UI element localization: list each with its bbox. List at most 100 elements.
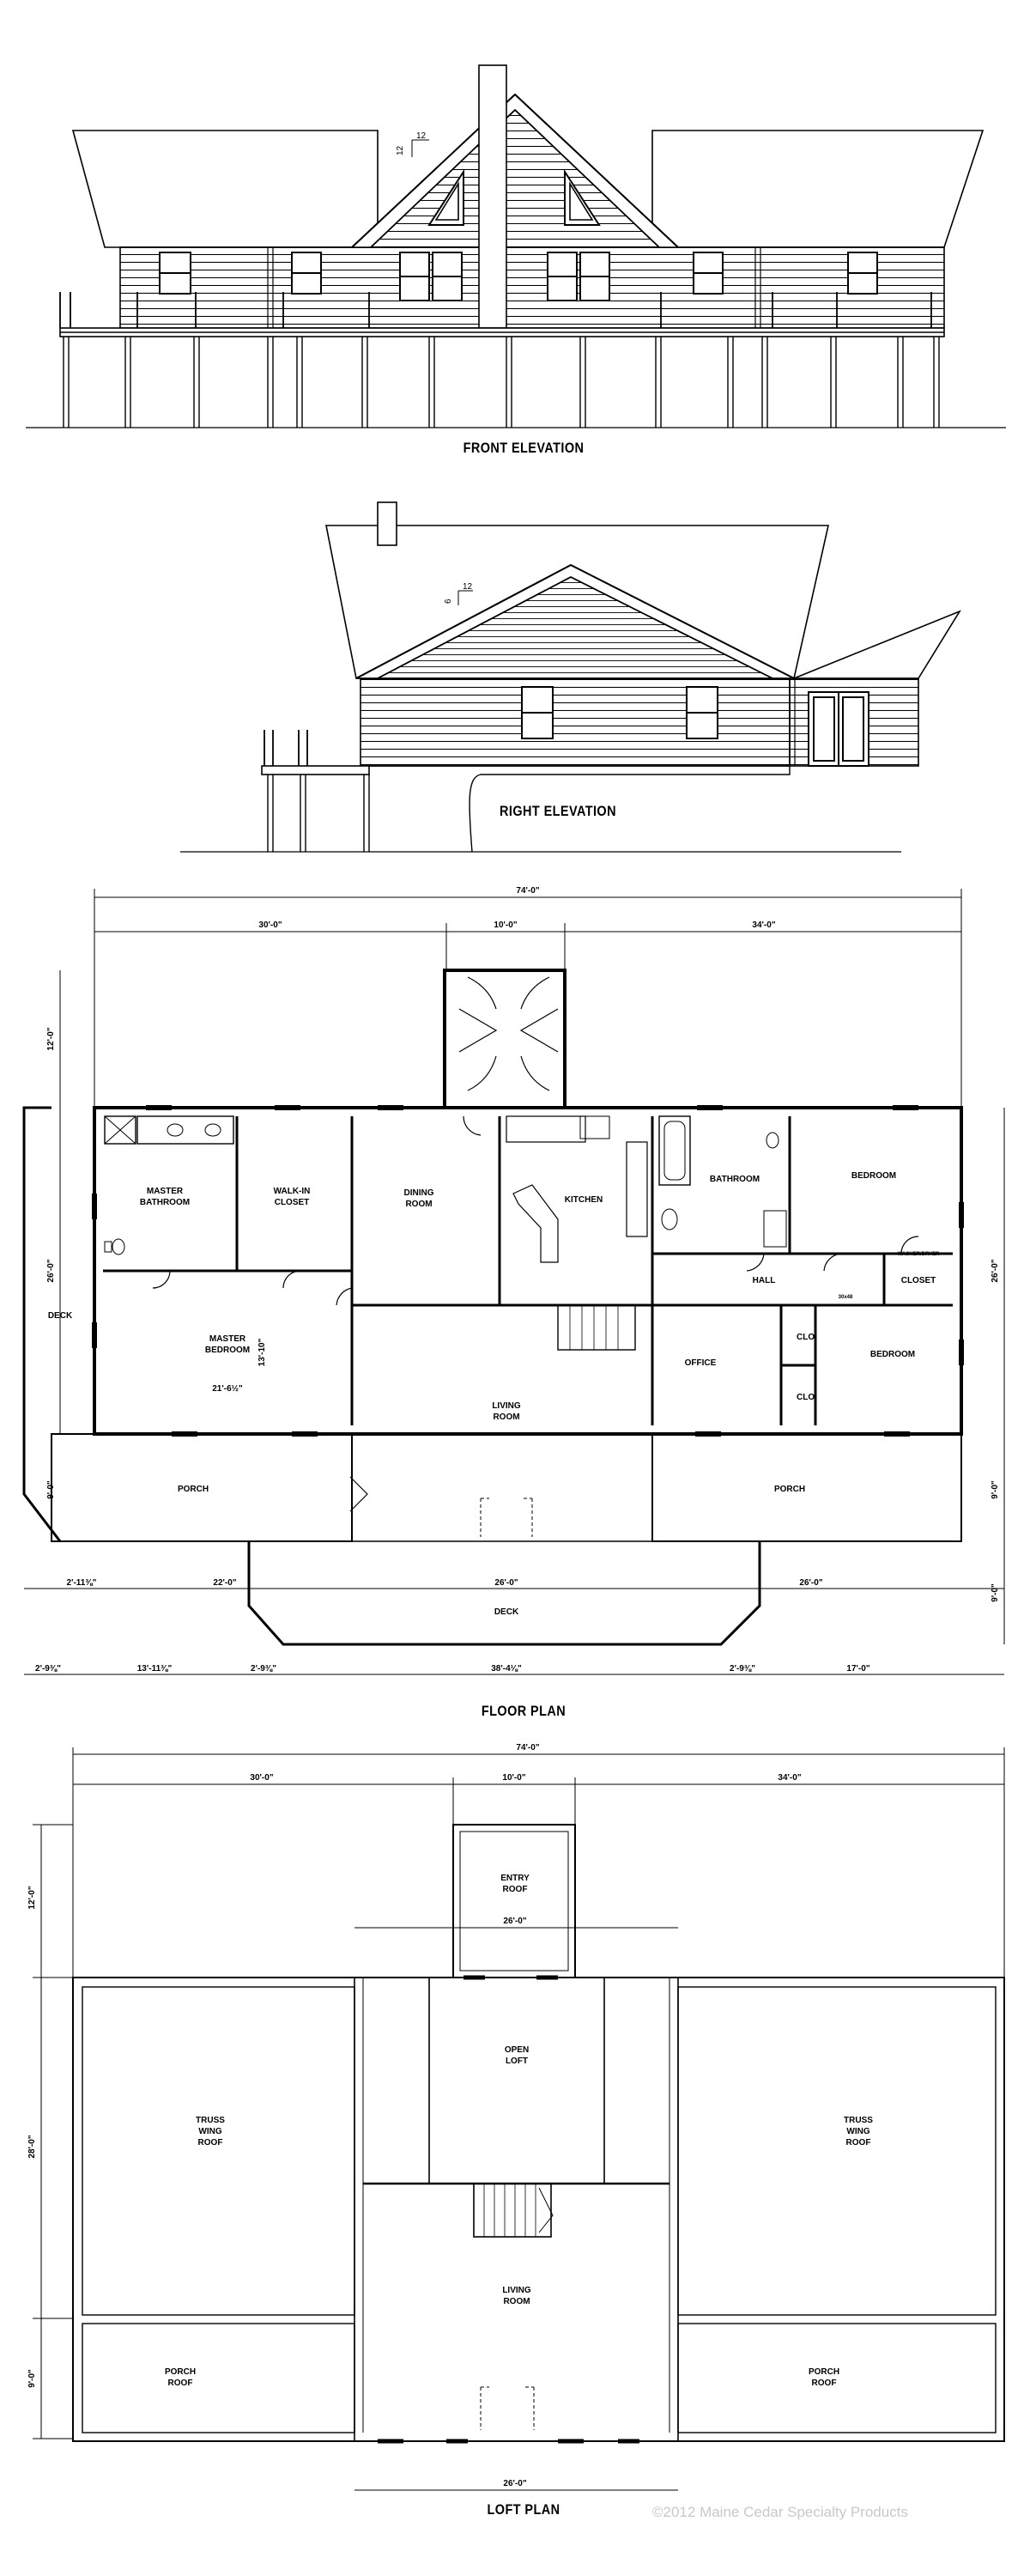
right-elevation-caption: RIGHT ELEVATION <box>500 803 616 819</box>
floor-dim-right-depth: 26'-0" <box>991 1259 1000 1282</box>
floor-dim-mb-width: 21'-6½" <box>212 1384 243 1394</box>
floor-dim-deck-right: 9'-0" <box>991 1583 1000 1602</box>
floor-entry <box>443 969 566 1109</box>
floor-stair <box>557 1304 636 1351</box>
room-porch-right: PORCH <box>774 1485 805 1494</box>
loft-outer <box>72 1977 1005 2442</box>
floor-dim-mb-depth: 13'-10" <box>258 1338 267 1366</box>
room-kitchen: KITCHEN <box>565 1195 603 1205</box>
room-deck-left: DECK <box>48 1311 73 1321</box>
room-washer-dryer: WASHER/DRYER <box>898 1252 940 1257</box>
right-railing <box>264 730 308 766</box>
floor-dim-mid: 10'-0" <box>494 920 517 930</box>
loft-room-entry-1: ENTRY <box>500 1874 530 1883</box>
floor-dim-right: 34'-0" <box>752 920 775 930</box>
floor-dim-left: 30'-0" <box>258 920 282 930</box>
room-porch-left: PORCH <box>178 1485 209 1494</box>
loft-plan-labels: 74'-0" 30'-0" 10'-0" 34'-0" 12'-0" 28'-0… <box>27 1743 873 2488</box>
right-pitch-rise: 6 <box>444 598 453 604</box>
loft-dim-width-bottom: 26'-0" <box>503 2479 526 2488</box>
room-dining-2: ROOM <box>405 1200 432 1209</box>
front-railing <box>59 292 932 328</box>
right-deck-beam <box>261 765 370 775</box>
loft-porch-right <box>677 2323 997 2433</box>
room-living-2: ROOM <box>493 1413 519 1422</box>
loft-entry-roof <box>452 1824 576 1978</box>
loft-dim-main-depth: 28'-0" <box>27 2135 37 2158</box>
room-closet: CLOSET <box>901 1276 936 1285</box>
room-bedroom-ne: BEDROOM <box>851 1171 896 1181</box>
loft-room-living-2: ROOM <box>503 2297 530 2306</box>
loft-room-truss-left-3: ROOF <box>198 2138 223 2148</box>
loft-dim-right: 34'-0" <box>778 1773 801 1783</box>
floor-dim-b-26a: 26'-0" <box>494 1578 518 1588</box>
loft-dim-overall: 74'-0" <box>516 1743 539 1753</box>
loft-plan <box>33 1747 1005 2491</box>
room-deck-front: DECK <box>494 1607 519 1617</box>
room-living-1: LIVING <box>492 1401 521 1411</box>
right-log-wall <box>360 677 791 767</box>
floor-dim-b-26b: 26'-0" <box>799 1578 822 1588</box>
front-pitch-run: 12 <box>416 131 427 141</box>
loft-open <box>428 1977 605 2184</box>
loft-room-porch-left-1: PORCH <box>165 2367 196 2377</box>
floor-plan-labels: 74'-0" 30'-0" 10'-0" 34'-0" 12'-0" 26'-0… <box>35 886 1000 1674</box>
room-dining-1: DINING <box>404 1188 434 1198</box>
floor-deck-left <box>22 1106 62 1542</box>
loft-room-entry-2: ROOF <box>503 1885 528 1894</box>
front-deck-posts <box>63 337 940 428</box>
loft-plan-caption: LOFT PLAN <box>487 2501 560 2518</box>
right-deck-posts <box>267 775 370 852</box>
loft-room-porch-left-2: ROOF <box>168 2379 193 2388</box>
right-foundation <box>369 765 791 853</box>
front-elevation: 12 12 <box>26 64 1006 428</box>
right-pitch-run: 12 <box>463 582 473 592</box>
loft-room-truss-left-2: WING <box>198 2127 221 2136</box>
loft-room-truss-right-2: WING <box>846 2127 869 2136</box>
floor-dim-c-29b: 2'-9⅜" <box>730 1664 755 1674</box>
copyright-notice: ©2012 Maine Cedar Specialty Products <box>652 2504 908 2520</box>
room-walk-in-closet-2: CLOSET <box>275 1198 310 1207</box>
front-side-windows <box>159 252 878 295</box>
loft-room-living-1: LIVING <box>502 2286 531 2295</box>
floor-dim-b-left: 2'-11⅜" <box>67 1578 97 1588</box>
floor-dim-c-left: 2'-9⅜" <box>35 1664 61 1674</box>
right-chimney <box>377 501 397 546</box>
loft-dim-width-top: 26'-0" <box>503 1917 526 1926</box>
right-patio-door <box>808 691 869 767</box>
loft-room-truss-left-1: TRUSS <box>196 2116 225 2125</box>
room-walk-in-closet-1: WALK-IN <box>274 1187 311 1196</box>
floor-dim-entry-depth: 12'-0" <box>46 1027 56 1050</box>
loft-room-truss-right-1: TRUSS <box>844 2116 873 2125</box>
loft-room-porch-right-2: ROOF <box>812 2379 837 2388</box>
loft-dim-porch-depth: 9'-0" <box>27 2369 37 2388</box>
floor-dim-porch-left: 9'-0" <box>46 1480 56 1499</box>
room-bedroom-se: BEDROOM <box>870 1350 915 1359</box>
room-master-bedroom-1: MASTER <box>209 1334 246 1344</box>
loft-dim-mid: 10'-0" <box>502 1773 525 1783</box>
floor-dim-c-13: 13'-11⅜" <box>137 1664 173 1674</box>
right-side-roof <box>793 610 961 679</box>
loft-stair <box>473 2183 552 2238</box>
loft-room-open-2: LOFT <box>506 2057 528 2066</box>
loft-dim-left: 30'-0" <box>250 1773 273 1783</box>
floor-plan-caption: FLOOR PLAN <box>481 1703 566 1719</box>
floor-dim-left-depth: 26'-0" <box>46 1259 56 1282</box>
front-right-roof <box>651 130 985 248</box>
room-master-bathroom-2: BATHROOM <box>140 1198 190 1207</box>
loft-dim-entry-depth: 12'-0" <box>27 1886 37 1909</box>
loft-room-truss-right-3: ROOF <box>846 2138 871 2148</box>
right-windows <box>521 686 718 739</box>
front-pitch-rise: 12 <box>396 145 405 155</box>
loft-truss-right <box>677 1986 997 2316</box>
loft-room-porch-right-1: PORCH <box>809 2367 839 2377</box>
room-master-bathroom-1: MASTER <box>147 1187 184 1196</box>
front-center-windows <box>399 252 610 301</box>
floor-dim-overall: 74'-0" <box>516 886 539 896</box>
floor-dim-porch-right: 9'-0" <box>991 1480 1000 1499</box>
floor-deck-front <box>247 1541 761 1646</box>
front-elevation-caption: FRONT ELEVATION <box>463 440 585 456</box>
loft-room-open-1: OPEN <box>505 2045 529 2055</box>
